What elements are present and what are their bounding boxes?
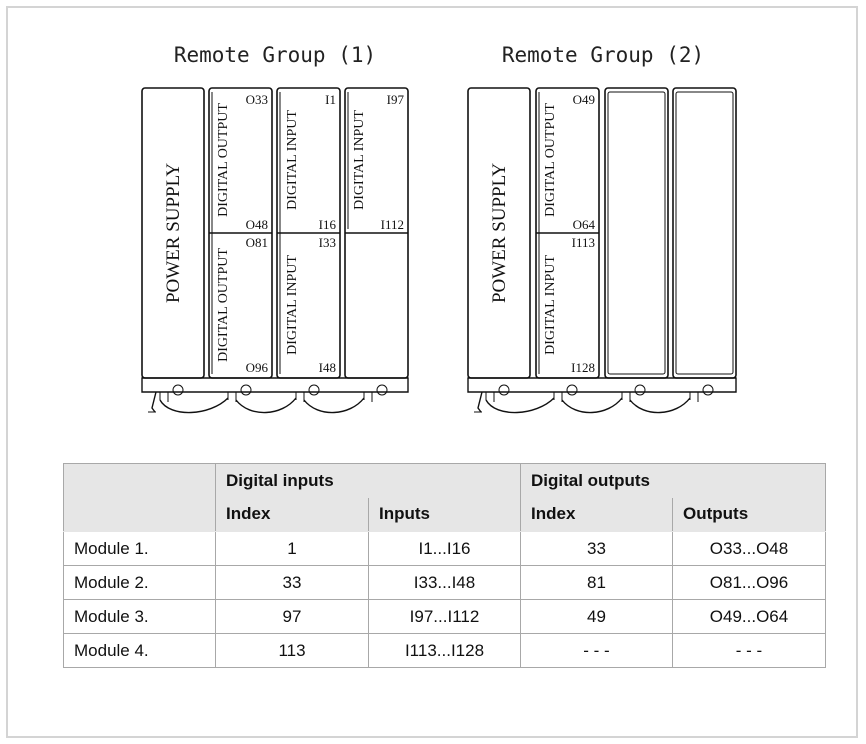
io-range-start: I97 <box>387 92 405 107</box>
output-index-cell: 33 <box>520 531 673 566</box>
module-section-label: DIGITAL INPUT <box>285 110 300 210</box>
module-name-cell: Module 3. <box>63 599 216 634</box>
table-subheader-row: Index Inputs Index Outputs <box>63 497 826 532</box>
io-range-end: I16 <box>319 217 337 232</box>
outputs-cell: O81...O96 <box>672 565 826 600</box>
io-range-end: I48 <box>319 360 336 375</box>
group-1-title: Remote Group (1) <box>174 43 376 67</box>
io-range-start: O33 <box>246 92 268 107</box>
power-supply-label: POWER SUPPLY <box>163 163 184 303</box>
remote-group-1: POWER SUPPLY DIGITAL OUTPUT O33 O48 DIGI… <box>141 87 409 414</box>
empty-module <box>672 87 737 379</box>
outputs-cell: O33...O48 <box>672 531 826 566</box>
table-row: Module 1. 1 I1...I16 33 O33...O48 <box>63 531 826 566</box>
column-header: Index <box>215 497 369 532</box>
table-row: Module 4. 113 I113...I128 - - - - - - <box>63 633 826 668</box>
io-range-end: O96 <box>246 360 269 375</box>
input-index-cell: 1 <box>215 531 369 566</box>
module-name-cell: Module 4. <box>63 633 216 668</box>
io-range-end: O64 <box>573 217 596 232</box>
module-section-label: DIGITAL OUTPUT <box>543 103 558 217</box>
outputs-cell: - - - <box>672 633 826 668</box>
inputs-cell: I1...I16 <box>368 531 521 566</box>
inputs-cell: I33...I48 <box>368 565 521 600</box>
io-range-start: I33 <box>319 235 336 250</box>
module-name-cell: Module 1. <box>63 531 216 566</box>
input-index-cell: 97 <box>215 599 369 634</box>
outputs-cell: O49...O64 <box>672 599 826 634</box>
power-supply-label: POWER SUPPLY <box>489 163 510 303</box>
module-name-cell: Module 2. <box>63 565 216 600</box>
digital-inputs-header: Digital inputs <box>215 463 521 498</box>
io-mapping-table: Digital inputs Digital outputs Index Inp… <box>63 463 826 668</box>
inputs-cell: I97...I112 <box>368 599 521 634</box>
output-index-cell: 49 <box>520 599 673 634</box>
io-range-end: I128 <box>571 360 595 375</box>
group-2-title: Remote Group (2) <box>502 43 704 67</box>
module-section-label: DIGITAL INPUT <box>285 255 300 355</box>
table-row: Module 2. 33 I33...I48 81 O81...O96 <box>63 565 826 600</box>
remote-group-2: POWER SUPPLY DIGITAL OUTPUT O49 O64 DIGI… <box>467 87 737 414</box>
table-row: Module 3. 97 I97...I112 49 O49...O64 <box>63 599 826 634</box>
empty-module <box>604 87 669 379</box>
module-section-label: DIGITAL OUTPUT <box>216 248 231 362</box>
output-index-cell: - - - <box>520 633 673 668</box>
module-section-label: DIGITAL INPUT <box>352 110 367 210</box>
table-corner-cell <box>63 463 216 498</box>
module-section-label: DIGITAL INPUT <box>543 255 558 355</box>
column-header: Inputs <box>368 497 521 532</box>
inputs-cell: I113...I128 <box>368 633 521 668</box>
table-corner-cell <box>63 497 216 532</box>
remote-groups-diagram: Remote Group (1) Remote Group (2) POWER … <box>141 43 737 414</box>
input-index-cell: 33 <box>215 565 369 600</box>
io-range-start: O81 <box>246 235 268 250</box>
io-range-end: O48 <box>246 217 268 232</box>
io-range-start: O49 <box>573 92 595 107</box>
io-range-end: I112 <box>381 217 404 232</box>
column-header: Outputs <box>672 497 826 532</box>
output-index-cell: 81 <box>520 565 673 600</box>
column-header: Index <box>520 497 673 532</box>
table-header-row: Digital inputs Digital outputs <box>63 463 826 498</box>
io-range-start: I113 <box>572 235 595 250</box>
io-range-start: I1 <box>325 92 336 107</box>
module-section-label: DIGITAL OUTPUT <box>216 103 231 217</box>
input-index-cell: 113 <box>215 633 369 668</box>
digital-outputs-header: Digital outputs <box>520 463 826 498</box>
